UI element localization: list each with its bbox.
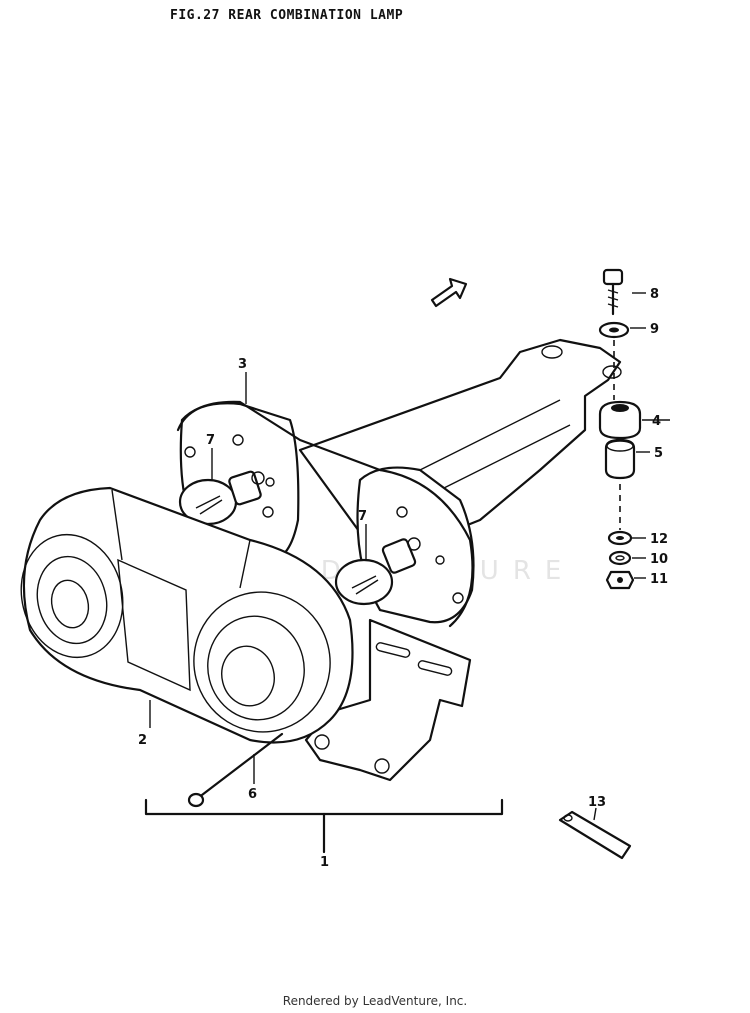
lamp-screw-long bbox=[187, 732, 284, 808]
callout-1: 1 bbox=[320, 855, 329, 870]
collar-5 bbox=[604, 438, 636, 480]
callout-6: 6 bbox=[248, 787, 257, 802]
lamp-gasket bbox=[176, 400, 474, 628]
lens-left bbox=[20, 533, 124, 659]
callout-2: 2 bbox=[138, 733, 147, 748]
callout-7b: 7 bbox=[358, 509, 367, 524]
nut-11 bbox=[605, 570, 635, 590]
callout-3: 3 bbox=[238, 357, 247, 372]
wire-clamp-13 bbox=[558, 810, 632, 860]
front-arrow-icon bbox=[430, 277, 468, 308]
bulb-right bbox=[334, 537, 421, 606]
washer-12 bbox=[607, 530, 633, 546]
callout-12: 12 bbox=[650, 532, 668, 547]
callout-8: 8 bbox=[650, 287, 659, 302]
callout-10: 10 bbox=[650, 552, 668, 567]
callout-7a: 7 bbox=[206, 433, 215, 448]
lens-right bbox=[193, 591, 331, 733]
callout-11: 11 bbox=[650, 572, 668, 587]
footer-credit: Rendered by LeadVenture, Inc. bbox=[282, 994, 468, 1008]
bulb-left bbox=[178, 470, 265, 526]
washer-9 bbox=[598, 321, 630, 339]
lock-washer-10 bbox=[608, 550, 632, 566]
callout-5: 5 bbox=[654, 446, 663, 461]
callout-9: 9 bbox=[650, 322, 659, 337]
assembly-bracket-1 bbox=[144, 798, 504, 854]
figure-title: FIG.27 REAR COMBINATION LAMP bbox=[170, 8, 404, 23]
cushion-4 bbox=[598, 400, 642, 440]
callout-4: 4 bbox=[652, 414, 661, 429]
leader-lines bbox=[149, 292, 670, 821]
lamp-lens-housing bbox=[22, 486, 354, 744]
bolt-8 bbox=[602, 268, 624, 316]
callout-13: 13 bbox=[588, 795, 606, 810]
